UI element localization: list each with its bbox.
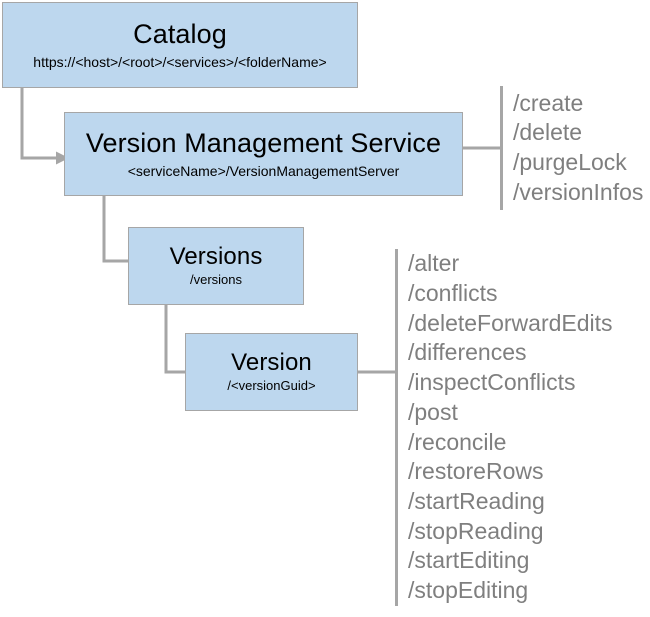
node-version-management-service-title: Version Management Service	[85, 128, 442, 159]
node-version-management-service[interactable]: Version Management Service <serviceName>…	[64, 112, 463, 196]
operation-item[interactable]: /stopReading	[408, 517, 544, 544]
node-versions-subtitle: /versions	[189, 271, 243, 287]
node-version-management-service-subtitle: <serviceName>/VersionManagementServer	[127, 162, 400, 179]
node-catalog-title: Catalog	[133, 18, 227, 49]
node-catalog[interactable]: Catalog https://<host>/<root>/<services>…	[2, 2, 358, 88]
operation-item[interactable]: /stopEditing	[408, 577, 529, 604]
operation-item[interactable]: /startReading	[408, 487, 545, 514]
node-version-subtitle: /<versionGuid>	[227, 377, 316, 393]
operation-item[interactable]: /alter	[408, 250, 460, 277]
operation-item[interactable]: /delete	[513, 119, 583, 146]
node-version[interactable]: Version /<versionGuid>	[185, 333, 358, 411]
operation-item[interactable]: /purgeLock	[513, 149, 627, 175]
connector-vms-to-operations-line	[461, 146, 503, 150]
connector-version-to-operations-line	[356, 370, 398, 374]
operation-item[interactable]: /deleteForwardEdits	[408, 309, 613, 336]
operation-item[interactable]: /reconcile	[408, 428, 507, 455]
operation-item[interactable]: /conflicts	[408, 279, 498, 306]
connector-version-to-operations	[356, 370, 398, 374]
connector-catalog-to-vms	[0, 86, 72, 170]
node-catalog-subtitle: https://<host>/<root>/<services>/<folder…	[33, 54, 327, 71]
operations-list-version-management-service: /create /delete /purgeLock /versionInfos	[500, 86, 643, 210]
connector-vms-to-operations	[461, 146, 503, 150]
operation-item[interactable]: /inspectConflicts	[408, 369, 576, 396]
operations-items-version: /alter /conflicts /deleteForwardEdits /d…	[398, 249, 613, 606]
operation-item[interactable]: /startEditing	[408, 547, 530, 574]
node-versions[interactable]: Versions /versions	[128, 227, 304, 305]
operation-item[interactable]: /differences	[408, 339, 527, 366]
operation-item[interactable]: /post	[408, 398, 458, 425]
node-versions-title: Versions	[169, 243, 263, 271]
operation-item[interactable]: /versionInfos	[513, 178, 644, 205]
operations-items-vms: /create /delete /purgeLock /versionInfos	[503, 86, 643, 210]
node-version-title: Version	[231, 349, 312, 377]
operation-item[interactable]: /restoreRows	[408, 458, 544, 485]
operations-bracket-vms	[500, 86, 503, 210]
operations-bracket-version	[395, 249, 398, 606]
connector-catalog-to-vms-line	[20, 86, 69, 165]
operations-list-version: /alter /conflicts /deleteForwardEdits /d…	[395, 249, 613, 606]
operation-item[interactable]: /create	[513, 89, 584, 116]
